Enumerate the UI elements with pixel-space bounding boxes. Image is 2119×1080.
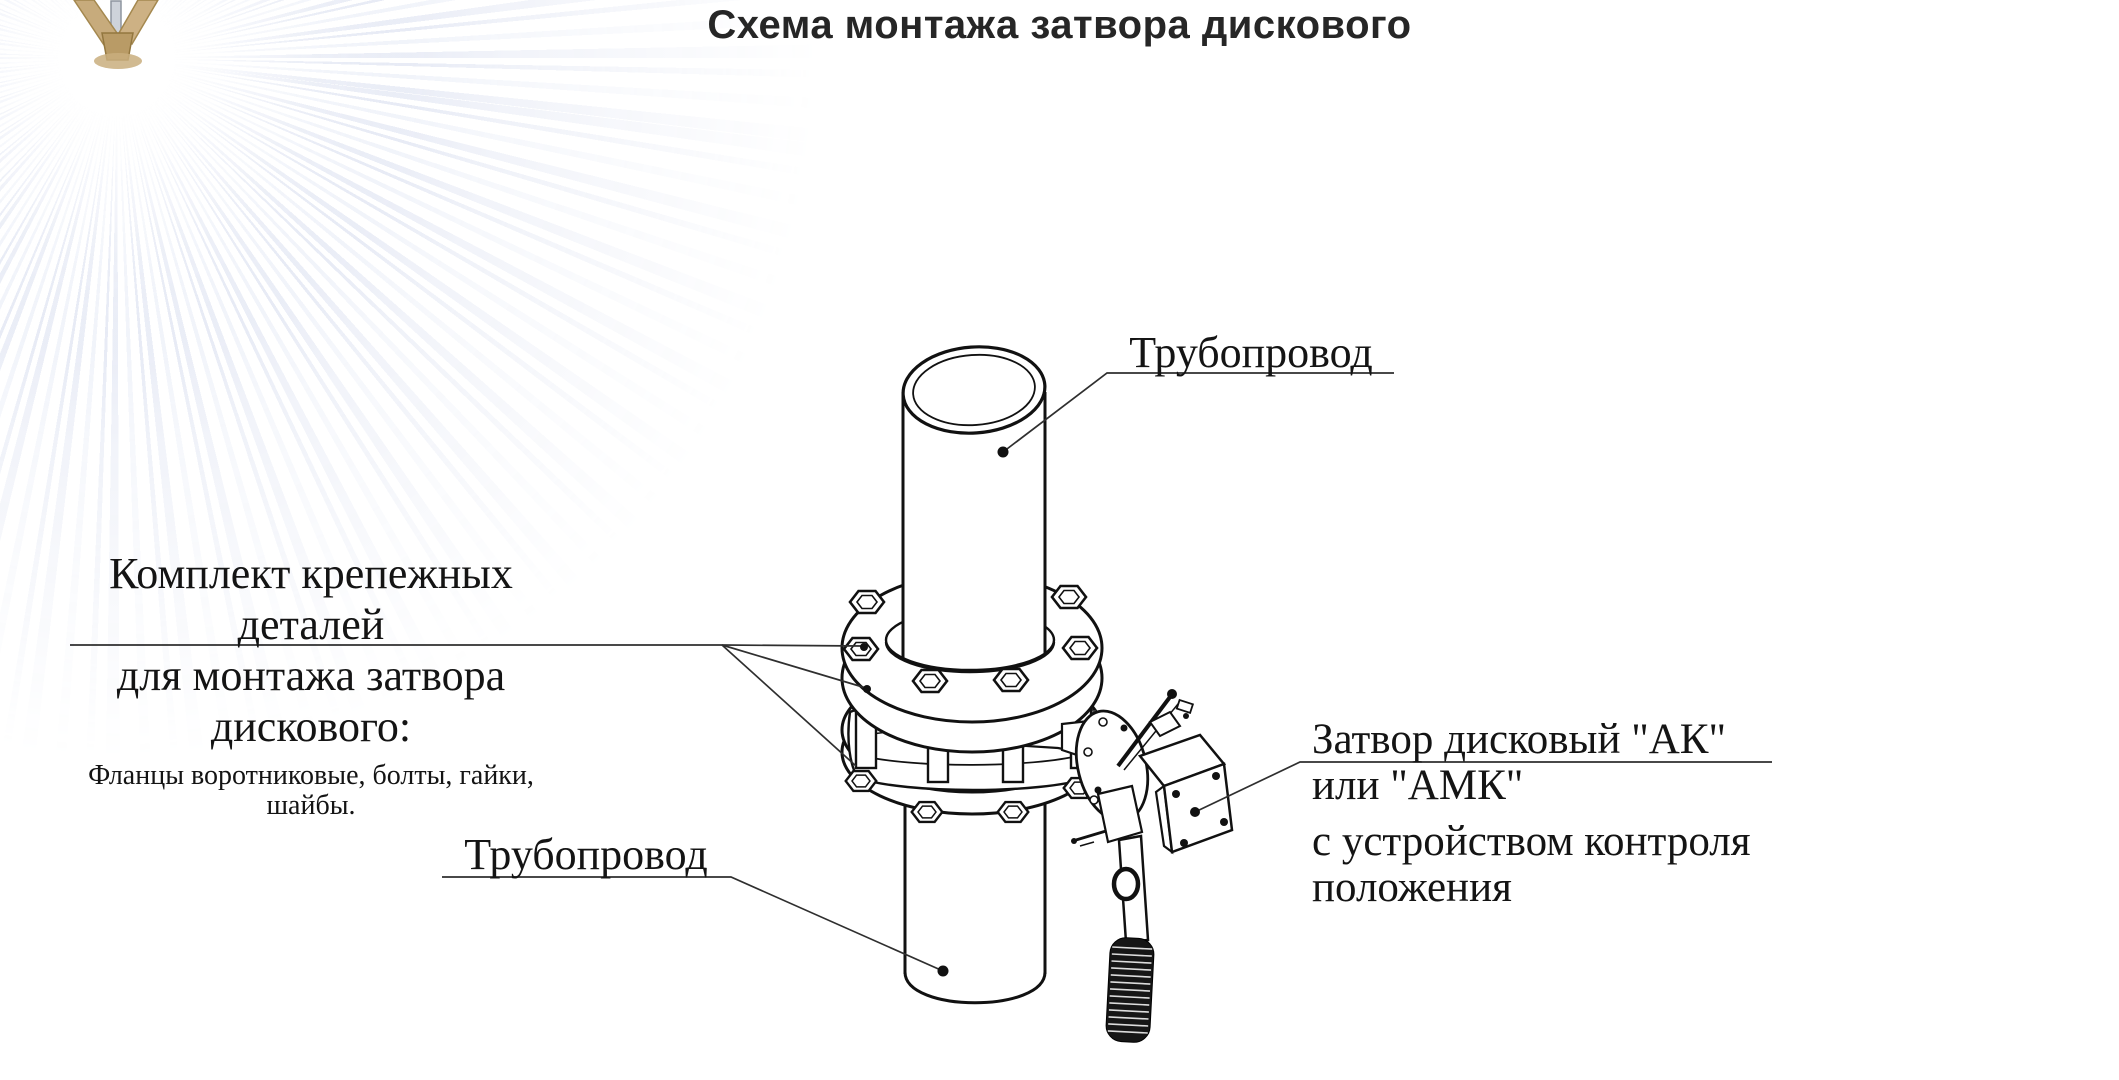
- leader-kit-3: [721, 644, 857, 767]
- label-pipe-bottom: Трубопровод: [464, 830, 708, 879]
- handle-eyelet-ring: [1111, 866, 1141, 902]
- valve-line1: Затвор дисковый "АК" или "АМК": [1312, 716, 1727, 810]
- page-title: Схема монтажа затвора дискового: [707, 3, 1412, 47]
- linkage-knob: [1167, 689, 1177, 699]
- leader-kit-2: [721, 644, 867, 689]
- fastening-kit-line3: Фланцы воротниковые, болты, гайки, шайбы…: [88, 760, 534, 822]
- valve-line2: с устройством контроля положения: [1312, 817, 1751, 912]
- leader-pipe-top: [1002, 372, 1394, 453]
- label-valve: Затвор дисковый "АК" или "АМК" с устройс…: [1312, 716, 1792, 912]
- leader-lines: [70, 372, 1772, 972]
- label-pipe-top: Трубопровод: [1129, 328, 1373, 377]
- sprinkler-head-icon: [73, 0, 159, 69]
- leader-valve: [1194, 761, 1772, 813]
- handle-grip: [1105, 937, 1155, 1043]
- leader-kit-1: [721, 644, 863, 647]
- fastening-kit-line1: Комплект крепежных деталей: [109, 549, 513, 649]
- pipe-top-drawing: [884, 345, 1056, 674]
- valve-actuator: [1060, 689, 1234, 1043]
- position-control-box: [1137, 733, 1234, 855]
- label-fastening-kit: Комплект крепежных деталей для монтажа з…: [56, 548, 566, 821]
- fastening-kit-line2: для монтажа затвора дискового:: [116, 651, 506, 751]
- leader-pipe-bottom: [442, 876, 944, 972]
- leader-dots: [860, 446, 1200, 977]
